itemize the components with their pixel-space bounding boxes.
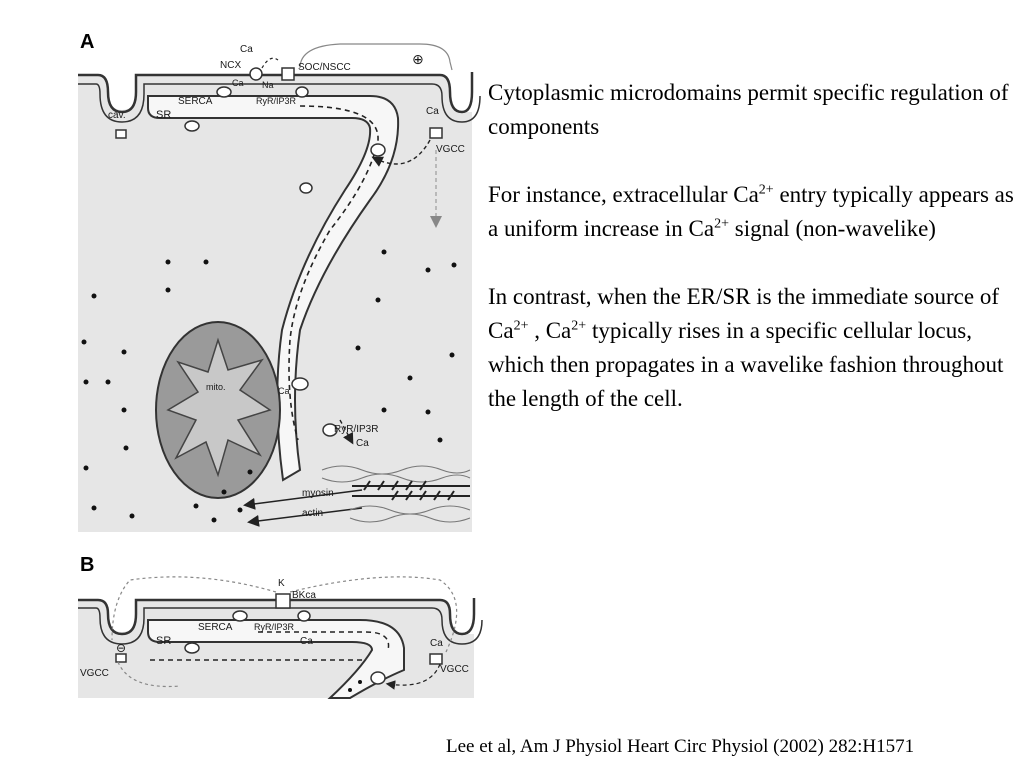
label-ca-mito: Ca xyxy=(278,386,290,396)
citation: Lee et al, Am J Physiol Heart Circ Physi… xyxy=(446,736,915,757)
label-mito: mito. xyxy=(206,382,226,392)
actin-filaments xyxy=(321,465,471,523)
label-ryr-top: RyR/IP3R xyxy=(256,96,297,106)
cytoplasm-a xyxy=(78,75,472,532)
p2-part-c: signal (non-wavelike) xyxy=(729,216,936,241)
label-ncx: NCX xyxy=(220,60,241,71)
p2-superscript-1: 2+ xyxy=(758,182,774,198)
paragraph-2: For instance, extracellular Ca2+ entry t… xyxy=(488,178,1018,246)
label-soc-nscc: SOC/NSCC xyxy=(298,62,351,73)
p3-part-c: typically rises in a specific cellular l… xyxy=(488,318,1004,411)
panel-a-diagram: Ca NCX Ca Na SOC/NSCC ⊕ cav. SR SERCA Ry… xyxy=(78,43,481,532)
label-minus: ⊖ xyxy=(116,641,126,655)
label-ca-top: Ca xyxy=(240,44,253,55)
label-na: Na xyxy=(262,80,274,90)
label-ca-mid-b: Ca xyxy=(300,636,313,647)
label-sr-b: SR xyxy=(156,635,171,647)
calcium-dots-b xyxy=(348,680,362,692)
label-sr-a: SR xyxy=(156,109,171,121)
label-ca-ncx: Ca xyxy=(232,78,244,88)
plasma-membrane-b xyxy=(78,598,476,636)
paragraph-3: In contrast, when the ER/SR is the immed… xyxy=(488,280,1018,416)
panel-b-label: B xyxy=(80,554,95,576)
label-k: K xyxy=(278,578,285,589)
label-actin: actin xyxy=(302,508,323,519)
myosin-filaments xyxy=(352,480,470,501)
mitochondrion-cristae xyxy=(166,337,272,478)
p3-part-a: In contrast, when the ER/SR is the immed… xyxy=(488,284,999,343)
p3-superscript-2: 2+ xyxy=(571,318,587,334)
panel-b-diagram: K BKca SERCA RyR/IP3R Ca SR ⊖ VGCC Ca VG… xyxy=(78,576,483,699)
p3-part-b: , Ca xyxy=(528,318,572,343)
plasma-membrane-a xyxy=(78,72,474,114)
label-ca-right: Ca xyxy=(426,106,439,117)
label-plus: ⊕ xyxy=(412,51,424,67)
label-cav: cav. xyxy=(108,110,126,121)
paragraph-1: Cytoplasmic microdomains permit specific… xyxy=(488,80,1009,139)
label-bkca: BKca xyxy=(292,590,316,601)
label-vgcc-left: VGCC xyxy=(80,668,109,679)
cytoplasm-b xyxy=(78,600,474,698)
label-ryr-lower: RyR/IP3R xyxy=(334,424,378,435)
calcium-dots-a xyxy=(81,249,457,523)
p2-part-a: For instance, extracellular Ca xyxy=(488,182,759,207)
sr-b xyxy=(147,619,405,699)
p3-superscript-1: 2+ xyxy=(513,318,529,334)
slide-text: Cytoplasmic microdomains permit specific… xyxy=(488,76,1018,450)
label-myosin: myosin xyxy=(302,488,334,499)
label-serca-a: SERCA xyxy=(178,96,213,107)
p2-superscript-2: 2+ xyxy=(714,216,729,232)
p2-part-b: entry typically appears as a uniform inc… xyxy=(488,182,1014,241)
label-ca-lower: Ca xyxy=(356,438,369,449)
panel-a-label: A xyxy=(80,31,95,53)
label-vgcc-right: VGCC xyxy=(440,664,469,675)
label-ca-right-b: Ca xyxy=(430,638,443,649)
label-serca-b: SERCA xyxy=(198,622,233,633)
label-vgcc-a: VGCC xyxy=(436,144,465,155)
label-ryr-b: RyR/IP3R xyxy=(254,622,295,632)
